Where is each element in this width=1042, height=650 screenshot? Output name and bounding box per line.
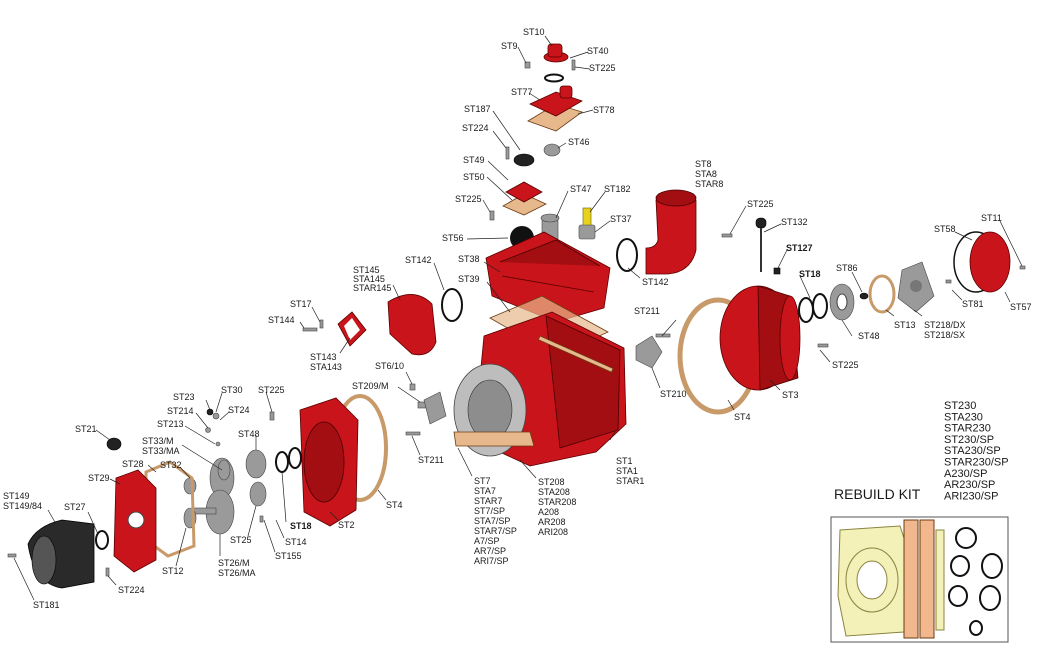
label-st9: ST9 — [501, 41, 518, 51]
label-st224-top: ST224 — [462, 123, 489, 133]
kit-title: REBUILD KIT — [834, 486, 921, 502]
label-st12: ST12 — [162, 566, 184, 576]
label-st142-right: ST142 — [642, 277, 669, 287]
label-st3: ST3 — [782, 390, 799, 400]
label-st149: ST149 ST149/84 — [3, 491, 42, 511]
label-st14: ST14 — [285, 537, 307, 547]
label-st4-right: ST4 — [734, 412, 751, 422]
label-st37: ST37 — [610, 214, 632, 224]
label-st8: ST8 STA8 STAR8 — [695, 159, 723, 189]
end-cover-st3 — [719, 285, 801, 391]
kit-codes: ST230 STA230 STAR230 ST230/SP STA230/SP … — [944, 400, 1011, 502]
bell-housing-st149 — [27, 519, 95, 589]
flange-st77 — [527, 85, 583, 132]
elbow-st8 — [645, 189, 697, 275]
label-st47: ST47 — [570, 184, 592, 194]
label-st29: ST29 — [88, 473, 110, 483]
part-drawings — [7, 43, 1026, 589]
label-st7: ST7 STA7 STAR7 ST7/SP STA7/SP STAR7/SP A… — [474, 476, 519, 566]
label-st30: ST30 — [221, 385, 243, 395]
label-st181: ST181 — [33, 600, 60, 610]
label-st28: ST28 — [122, 459, 144, 469]
label-st11: ST11 — [981, 213, 1002, 223]
label-st211-left: ST211 — [418, 455, 444, 465]
label-st224-left: ST224 — [118, 585, 145, 595]
label-st142-left: ST142 — [405, 255, 432, 265]
label-st86: ST86 — [836, 263, 858, 273]
label-st17: ST17 — [290, 299, 312, 309]
label-st57: ST57 — [1010, 302, 1032, 312]
label-st39: ST39 — [458, 274, 480, 284]
upper-housing-st38 — [485, 231, 611, 323]
label-st25: ST25 — [230, 535, 252, 545]
label-st225-right-top: ST225 — [747, 199, 774, 209]
label-st21: ST21 — [75, 424, 97, 434]
label-st26: ST26/M ST26/MA — [218, 558, 256, 578]
label-st18-right: ST18 — [799, 269, 821, 279]
label-st210: ST210 — [660, 389, 687, 399]
label-st56: ST56 — [442, 233, 464, 243]
part-labels: ST10 ST9 ST40 ST225 ST77 ST187 ST78 ST22… — [3, 27, 1032, 610]
label-st50: ST50 — [463, 172, 485, 182]
label-st211-right: ST211 — [634, 306, 660, 316]
label-st23: ST23 — [173, 392, 195, 402]
label-st214: ST214 — [167, 406, 194, 416]
label-st18-left: ST18 — [290, 521, 312, 531]
label-st48-left: ST48 — [238, 429, 260, 439]
rotor-st208 — [453, 363, 535, 457]
label-st1: ST1 STA1 STAR1 — [616, 456, 644, 486]
label-st38: ST38 — [458, 254, 480, 264]
label-st78: ST78 — [593, 105, 615, 115]
cap-st10 — [524, 43, 576, 83]
label-st2: ST2 — [338, 520, 355, 530]
leader-lines — [13, 35, 1023, 601]
label-st225-left: ST225 — [258, 385, 285, 395]
label-st49: ST49 — [463, 155, 485, 165]
label-st13: ST13 — [894, 320, 916, 330]
label-st132: ST132 — [781, 217, 808, 227]
label-st24: ST24 — [228, 405, 250, 415]
label-st218: ST218/DX ST218/SX — [924, 320, 968, 340]
label-st225-right-bottom: ST225 — [832, 360, 859, 370]
label-st10: ST10 — [523, 27, 545, 37]
label-st6-10: ST6/10 — [375, 361, 404, 371]
label-st27: ST27 — [64, 502, 86, 512]
label-st187: ST187 — [464, 104, 491, 114]
label-st213: ST213 — [157, 419, 184, 429]
label-st77: ST77 — [511, 87, 533, 97]
label-st46: ST46 — [568, 137, 590, 147]
label-st81: ST81 — [962, 299, 984, 309]
label-st40: ST40 — [587, 46, 609, 56]
label-st127: ST127 — [786, 243, 813, 253]
label-st182: ST182 — [604, 184, 631, 194]
label-st144: ST144 — [268, 315, 295, 325]
label-st145: ST145 STA145 STAR145 — [353, 265, 391, 293]
label-st48-right: ST48 — [858, 331, 880, 341]
label-st155: ST155 — [275, 551, 302, 561]
label-st58: ST58 — [934, 224, 956, 234]
rebuild-kit: ST230 STA230 STAR230 ST230/SP STA230/SP … — [830, 400, 1011, 643]
label-st208: ST208 STA208 STAR208 A208 AR208 ARI208 — [538, 477, 579, 537]
label-st209: ST209/M — [352, 381, 389, 391]
label-st33: ST33/M ST33/MA — [142, 436, 180, 456]
gear-housing-st2 — [299, 397, 359, 527]
label-st32: ST32 — [160, 460, 182, 470]
label-st143: ST143 STA143 — [310, 352, 342, 372]
label-st225-top: ST225 — [589, 63, 616, 73]
label-st4-left: ST4 — [386, 500, 403, 510]
label-st225-mid: ST225 — [455, 194, 482, 204]
